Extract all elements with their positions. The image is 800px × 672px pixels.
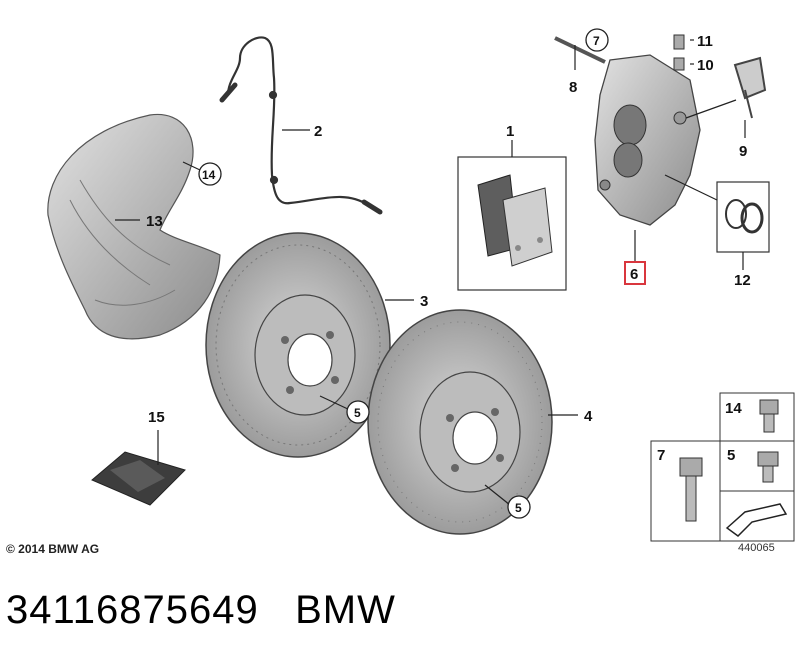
brake-disc-3 xyxy=(205,232,391,458)
callout-3: 3 xyxy=(420,293,428,310)
brake-disc-4 xyxy=(367,309,553,535)
circle-callout-14 xyxy=(198,162,222,186)
hardware-grid xyxy=(650,392,795,542)
leader-lines xyxy=(115,39,746,506)
bleed-screw xyxy=(673,34,685,71)
hardware-label-14: 14 xyxy=(725,400,742,417)
drawing-number: 440065 xyxy=(738,542,775,554)
circle-callout-5b-label: 5 xyxy=(515,501,522,515)
arrow-icon xyxy=(725,503,788,537)
part-footer: 34116875649 BMW xyxy=(6,588,396,633)
callout-9: 9 xyxy=(739,143,747,160)
parts-diagram: 1 2 3 4 8 9 10 11 12 13 15 6 7 14 5 5 14… xyxy=(47,28,795,542)
callout-12: 12 xyxy=(734,272,751,289)
callout-1: 1 xyxy=(506,123,514,140)
guide-pin xyxy=(554,36,606,64)
callout-15: 15 xyxy=(148,409,165,426)
circle-callout-5a-label: 5 xyxy=(354,406,361,420)
paste-sachet xyxy=(91,451,186,506)
wear-sensor xyxy=(219,36,383,215)
callout-4: 4 xyxy=(584,408,593,425)
callout-11: 11 xyxy=(697,33,713,50)
circle-callout-5a xyxy=(346,400,370,424)
hardware-label-5: 5 xyxy=(727,447,735,464)
circle-callout-7-label: 7 xyxy=(593,34,600,48)
brake-pads xyxy=(457,156,567,291)
hardware-label-7: 7 xyxy=(657,447,665,464)
callout-2: 2 xyxy=(314,123,322,140)
circle-callout-5b xyxy=(507,495,531,519)
circle-callout-7 xyxy=(585,28,609,52)
callout-6-highlight xyxy=(624,261,646,285)
callout-8: 8 xyxy=(569,79,577,96)
callout-13: 13 xyxy=(146,213,163,230)
callout-10: 10 xyxy=(697,57,714,74)
callout-6: 6 xyxy=(630,266,638,283)
brake-caliper xyxy=(594,54,701,226)
seal-kit xyxy=(716,181,770,253)
dust-shield xyxy=(47,113,221,340)
copyright: © 2014 BMW AG xyxy=(6,542,100,556)
circle-callout-14-label: 14 xyxy=(202,168,216,182)
brand-name: BMW xyxy=(295,588,396,632)
part-number: 34116875649 xyxy=(6,588,259,632)
spring-clip xyxy=(733,56,767,119)
